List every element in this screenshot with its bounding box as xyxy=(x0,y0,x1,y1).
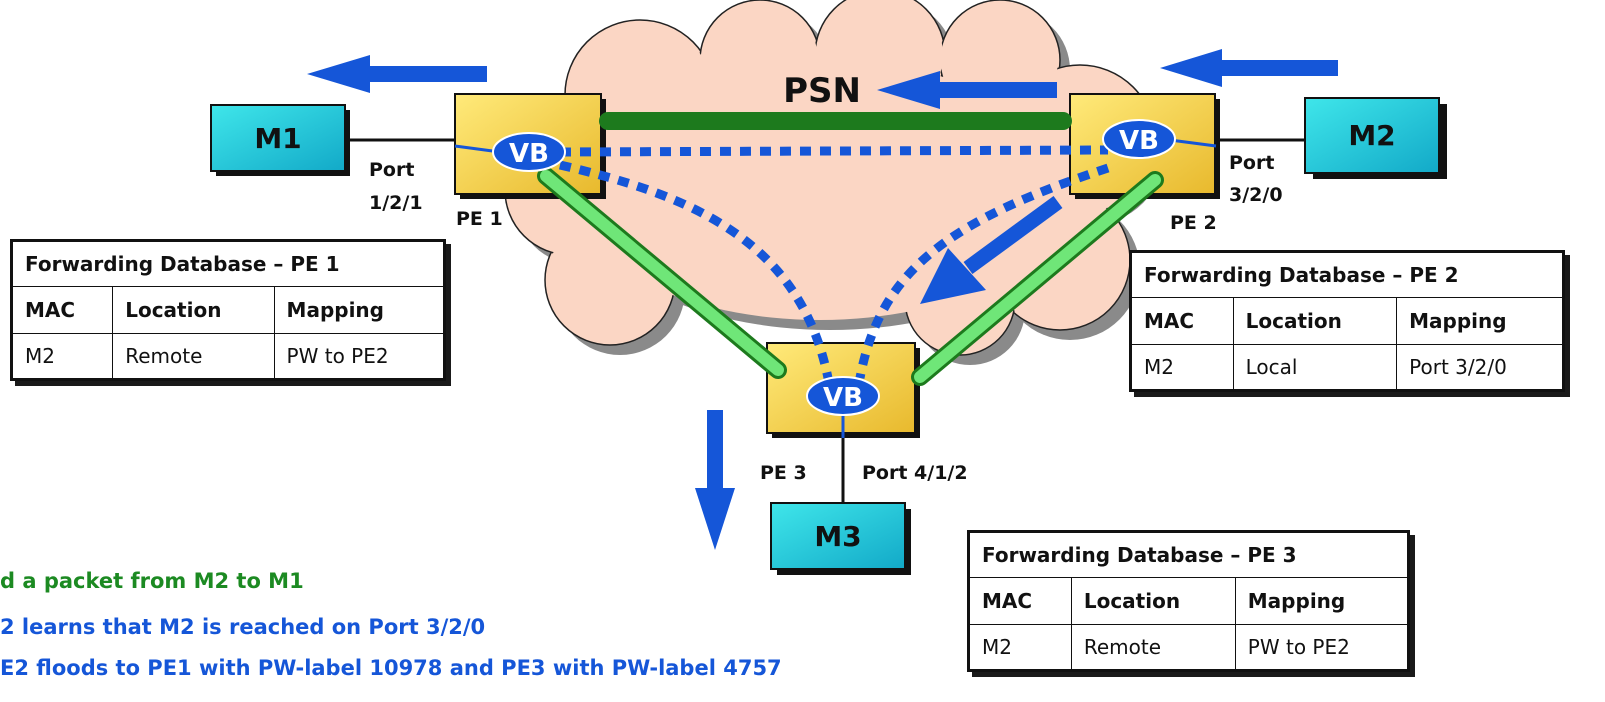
pe1-port-line2: 1/2/1 xyxy=(369,192,423,214)
table-row: M2 Local Port 3/2/0 xyxy=(1130,344,1564,391)
pw-pe1-pe3 xyxy=(537,167,787,379)
arrow-to-m3 xyxy=(695,410,735,550)
fdb-pe1-title: Forwarding Database – PE 1 xyxy=(11,240,445,287)
vb-flood-paths xyxy=(558,145,1110,379)
psn-label: PSN xyxy=(783,71,861,111)
vb-pe1: VB xyxy=(492,132,566,172)
fdb-pe3-col-mapping: Mapping xyxy=(1234,577,1410,625)
arrow-to-m1 xyxy=(307,55,487,93)
fdb-pe3-col-mac: MAC xyxy=(968,577,1072,625)
pe2-port-line2: 3/2/0 xyxy=(1229,184,1283,206)
table-row: M2 Remote PW to PE2 xyxy=(968,624,1410,671)
host-m3: M3 xyxy=(770,502,911,575)
fdb-pe2-col-mac: MAC xyxy=(1130,297,1234,345)
fdb-pe3-col-location: Location xyxy=(1070,577,1236,625)
fdb-pe2-mapping: Port 3/2/0 xyxy=(1396,344,1564,391)
host-m2: M2 xyxy=(1304,97,1447,179)
arrow-psn xyxy=(877,71,1057,109)
step-note-3: E2 floods to PE1 with PW-label 10978 and… xyxy=(0,656,782,680)
fdb-pe2-col-location: Location xyxy=(1232,297,1398,345)
vb-pe2: VB xyxy=(1102,119,1176,159)
pe1-port-line1: Port xyxy=(369,159,414,181)
fdb-pe1-col-mapping: Mapping xyxy=(273,286,446,334)
pw-pe2-pe3 xyxy=(911,171,1164,386)
fdb-pe1-col-mac: MAC xyxy=(10,286,114,334)
host-m1: M1 xyxy=(210,104,350,176)
fdb-pe1-mac: M2 xyxy=(10,333,114,380)
fdb-pe1-col-location: Location xyxy=(112,286,275,334)
fdb-pe2-col-mapping: Mapping xyxy=(1396,297,1564,345)
pe1-label: PE 1 xyxy=(456,208,503,230)
table-row: M2 Remote PW to PE2 xyxy=(10,333,446,380)
fdb-pe1-table: Forwarding Database – PE 1 MAC Location … xyxy=(10,239,446,381)
arrow-to-pe3 xyxy=(920,195,1063,304)
access-links xyxy=(350,138,1305,503)
fdb-pe2-location: Local xyxy=(1232,344,1398,391)
fdb-pe1-location: Remote xyxy=(112,333,275,380)
vb-pe3: VB xyxy=(806,376,880,416)
fdb-pe3-mapping: PW to PE2 xyxy=(1234,624,1410,671)
m3-label: M3 xyxy=(814,520,861,553)
m2-label: M2 xyxy=(1348,119,1395,152)
fdb-pe2-title: Forwarding Database – PE 2 xyxy=(1130,251,1564,298)
arrow-from-m2 xyxy=(1160,49,1338,87)
pe2-port-line1: Port xyxy=(1229,152,1274,174)
fdb-pe1-mapping: PW to PE2 xyxy=(273,333,446,380)
fdb-pe3-location: Remote xyxy=(1070,624,1236,671)
pe3-port-label: Port 4/1/2 xyxy=(862,462,968,484)
pe3-label: PE 3 xyxy=(760,462,807,484)
pseudowires xyxy=(537,112,1164,386)
pe2-label: PE 2 xyxy=(1170,212,1217,234)
fdb-pe3-mac: M2 xyxy=(968,624,1072,671)
vb-pe1-label: VB xyxy=(509,139,549,169)
fdb-pe3-table: Forwarding Database – PE 3 MAC Location … xyxy=(967,530,1410,672)
m1-label: M1 xyxy=(254,122,301,155)
vb-pe2-label: VB xyxy=(1119,126,1159,156)
direction-arrows xyxy=(307,49,1338,550)
step-note-1: d a packet from M2 to M1 xyxy=(0,569,304,593)
vb-pe3-label: VB xyxy=(823,383,863,413)
fdb-pe2-table: Forwarding Database – PE 2 MAC Location … xyxy=(1129,250,1565,392)
fdb-pe2-mac: M2 xyxy=(1130,344,1234,391)
step-note-2: 2 learns that M2 is reached on Port 3/2/… xyxy=(0,615,486,639)
fdb-pe3-title: Forwarding Database – PE 3 xyxy=(968,531,1409,578)
